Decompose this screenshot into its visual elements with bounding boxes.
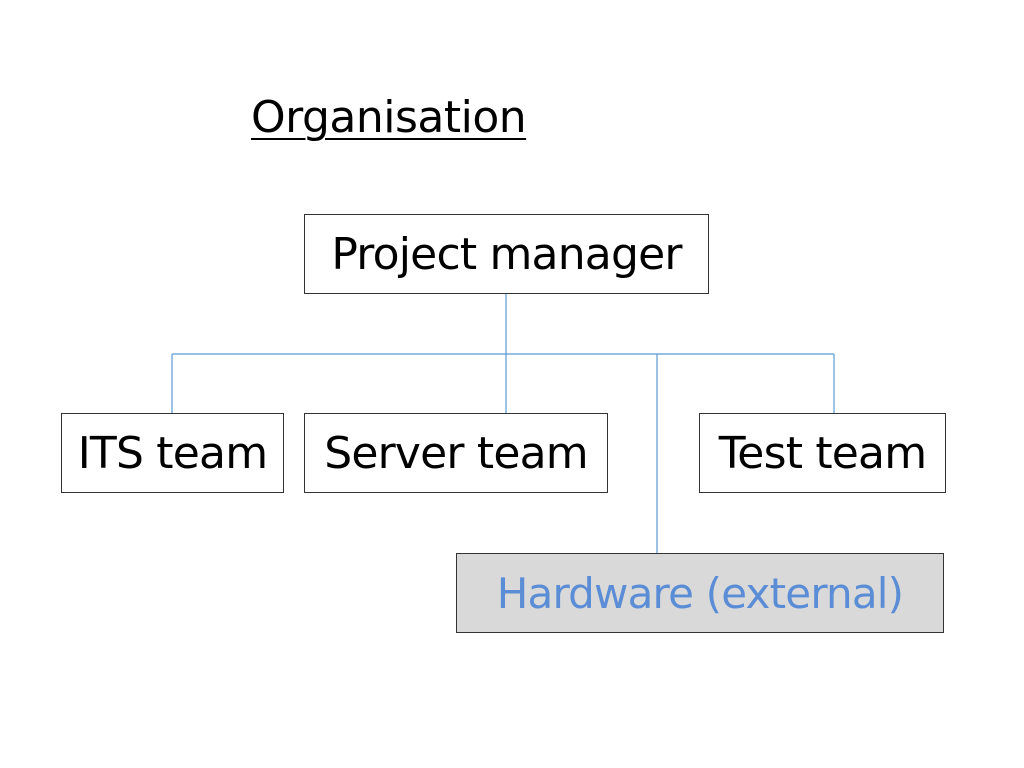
node-hardware-external-label: Hardware (external) (496, 568, 904, 618)
node-test-team: Test team (699, 413, 946, 493)
node-project-manager-label: Project manager (331, 228, 682, 280)
node-its-team-label: ITS team (77, 427, 268, 479)
node-project-manager: Project manager (304, 214, 709, 294)
node-hardware-external: Hardware (external) (456, 553, 944, 633)
node-test-team-label: Test team (718, 427, 927, 479)
node-server-team: Server team (304, 413, 608, 493)
node-its-team: ITS team (61, 413, 284, 493)
node-server-team-label: Server team (324, 427, 588, 479)
slide-title: Organisation (251, 92, 527, 143)
